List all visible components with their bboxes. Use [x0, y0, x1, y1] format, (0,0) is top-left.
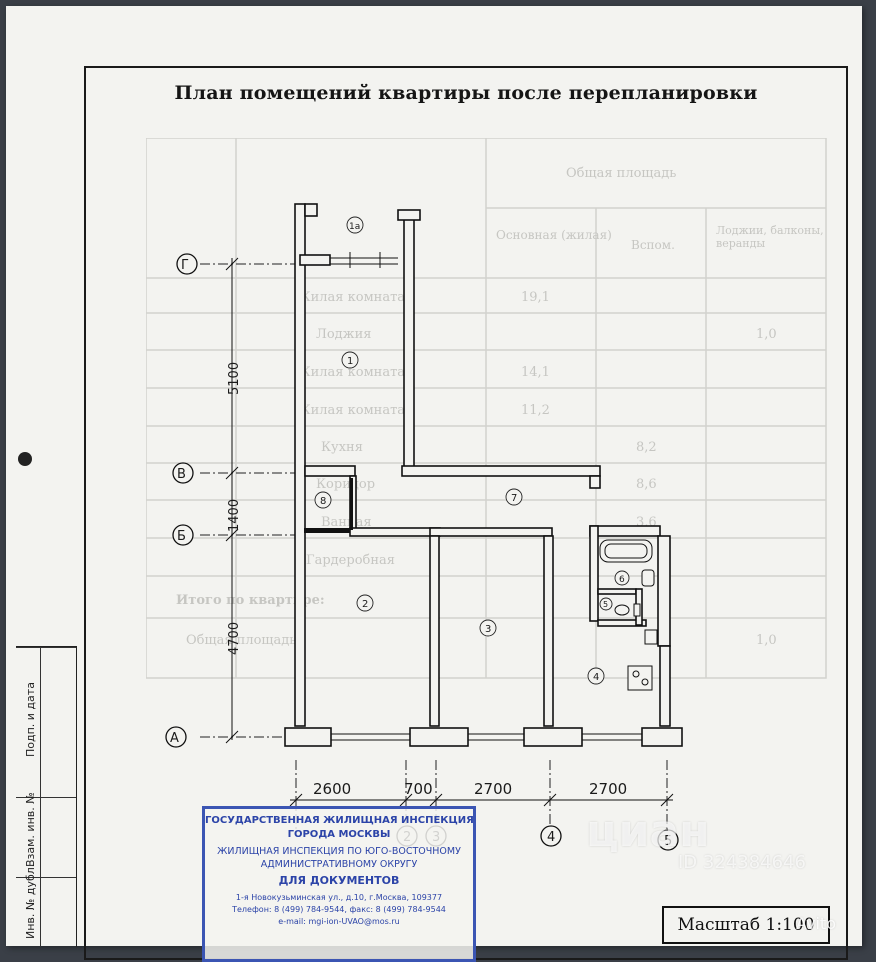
ghost-val-4: 11,2: [521, 403, 550, 418]
ghost-header-total: Общая площадь: [566, 166, 677, 181]
wall-bath-right: [657, 535, 671, 647]
dim-2700-b: 2700: [589, 780, 627, 798]
axis-label-g: Г: [181, 258, 189, 273]
ghost-val-8: 1,0: [756, 633, 777, 648]
side-title-block: Подп. и дата Взам. инв. № Инв. № дубл.: [16, 646, 77, 947]
side-cell-inv: [16, 797, 76, 878]
side-cell-inv2: [16, 877, 76, 948]
axis-circle-a: [165, 726, 187, 748]
dim-5100: 5100: [227, 362, 242, 395]
axis-circle-5: [657, 829, 679, 851]
ghost-row-8: Гардеробная: [306, 553, 395, 568]
wall-loggia-stub: [299, 254, 331, 266]
ghost-val-3: 14,1: [521, 365, 550, 380]
room-label-5: 5: [603, 600, 608, 609]
wall-room1-right: [403, 217, 415, 469]
ghost-table-grid: [146, 138, 827, 679]
wall-room2-top: [349, 527, 441, 537]
stamp-line-5: ДЛЯ ДОКУМЕНТОВ: [278, 874, 400, 887]
binder-hole: [18, 452, 32, 466]
toilet-icon: [614, 604, 630, 616]
axis-label-4: 4: [547, 830, 555, 845]
cian-watermark: циан: [586, 806, 710, 857]
ghost-val-1: 19,1: [521, 290, 550, 305]
pier-2: [409, 727, 469, 747]
ghost-val-6: 8,6: [636, 477, 657, 492]
stamp-line-1: ГОСУДАРСТВЕННАЯ ЖИЛИЩНАЯ ИНСПЕКЦИЯ: [205, 815, 474, 826]
axis-circle-g: [176, 253, 198, 275]
axis-circle-4: [540, 825, 562, 847]
wall-left: [294, 203, 306, 727]
wall-bath-top: [589, 525, 661, 537]
ghost-total-1: Итого по квартире:: [176, 593, 325, 608]
sink-icon: [641, 569, 655, 587]
dim-700: 700: [404, 780, 433, 798]
room-label-2: 2: [362, 599, 368, 610]
axis-label-v: В: [177, 467, 186, 482]
ghost-row-5: Кухня: [321, 440, 363, 455]
ghost-header-loggia: Лоджии, балконы, веранды: [716, 224, 824, 250]
pier-4: [641, 727, 683, 747]
wall-corridor-top: [401, 465, 601, 477]
room-label-8: 8: [320, 496, 326, 507]
avito-watermark: Avito: [796, 914, 836, 933]
dim-1400: 1400: [227, 499, 242, 532]
side-cell-sign-date: [16, 647, 76, 798]
document-sheet: Подп. и дата Взам. инв. № Инв. № дубл. П…: [6, 6, 862, 962]
inspection-stamp: ГОСУДАРСТВЕННАЯ ЖИЛИЩНАЯ ИНСПЕКЦИЯ ГОРОД…: [202, 806, 476, 962]
ghost-row-7: Ванная: [321, 515, 372, 530]
wall-new-partition: [304, 528, 350, 533]
wall-room3-4: [543, 535, 554, 727]
floor-plan: Г В Б А 2 3 4 5 5100 1400 4700: [165, 203, 683, 851]
dim-2700-a: 2700: [474, 780, 512, 798]
ghost-val-5: 8,2: [636, 440, 657, 455]
ghost-total-2: Общая площадь:: [186, 633, 301, 648]
ghost-header-aux: Вспом.: [631, 238, 675, 252]
room-label-3: 3: [485, 624, 491, 635]
stamp-line-3: ЖИЛИЩНАЯ ИНСПЕКЦИЯ ПО ЮГО-ВОСТОЧНОМУ: [217, 846, 461, 857]
room-label-4: 4: [593, 672, 599, 683]
pier-1: [284, 727, 332, 747]
scale-label: Масштаб 1:100: [662, 906, 830, 944]
cian-id-watermark: ID 324384646: [678, 852, 806, 873]
side-divider: [40, 647, 41, 947]
wall-corridor-left: [304, 465, 356, 477]
dim-4700: 4700: [227, 622, 242, 655]
ghost-row-3: Жилая комната: [296, 365, 406, 380]
wall-room4-right: [659, 645, 671, 727]
pier-3: [523, 727, 583, 747]
wall-room3-top: [429, 527, 553, 537]
ghost-row-6: Коридор: [316, 477, 376, 492]
axis-circle-v: [172, 462, 194, 484]
ghost-header-main: Основная (жилая): [496, 228, 612, 242]
axis-label-a: А: [170, 731, 179, 746]
axis-label-5: 5: [664, 834, 672, 849]
ghost-val-2: 1,0: [756, 327, 777, 342]
room-label-1a: 1а: [349, 222, 360, 232]
dim-2600: 2600: [313, 780, 351, 798]
stamp-line-7: Телефон: 8 (499) 784-9544, факс: 8 (499)…: [232, 905, 446, 914]
stamp-line-4: АДМИНИСТРАТИВНОМУ ОКРУГУ: [260, 859, 418, 870]
room-label-6: 6: [619, 575, 625, 585]
wall-room2-3: [429, 535, 440, 727]
ghost-row-4: Жилая комната: [296, 403, 406, 418]
axis-circle-b: [172, 524, 194, 546]
stamp-line-2: ГОРОДА МОСКВЫ: [287, 829, 391, 840]
page-title: План помещений квартиры после перепланир…: [174, 82, 758, 104]
stove-icon: [627, 665, 653, 691]
kitchen-sink-icon: [644, 629, 658, 645]
ghost-row-2: Лоджия: [316, 327, 372, 342]
axis-label-b: Б: [177, 529, 186, 544]
room-label-1: 1: [347, 356, 353, 367]
stamp-line-6: 1-я Новокузьминская ул., д.10, г.Москва,…: [235, 893, 443, 902]
ghost-row-1: Жилая комната: [296, 290, 406, 305]
drawing-frame: План помещений квартиры после перепланир…: [84, 66, 848, 960]
stamp-line-8: e-mail: mgi-ion-UVAO@mos.ru: [278, 917, 400, 926]
ghost-table: Общая площадь Основная (жилая) Вспом. Ло…: [146, 138, 836, 698]
room-label-7: 7: [511, 493, 517, 504]
